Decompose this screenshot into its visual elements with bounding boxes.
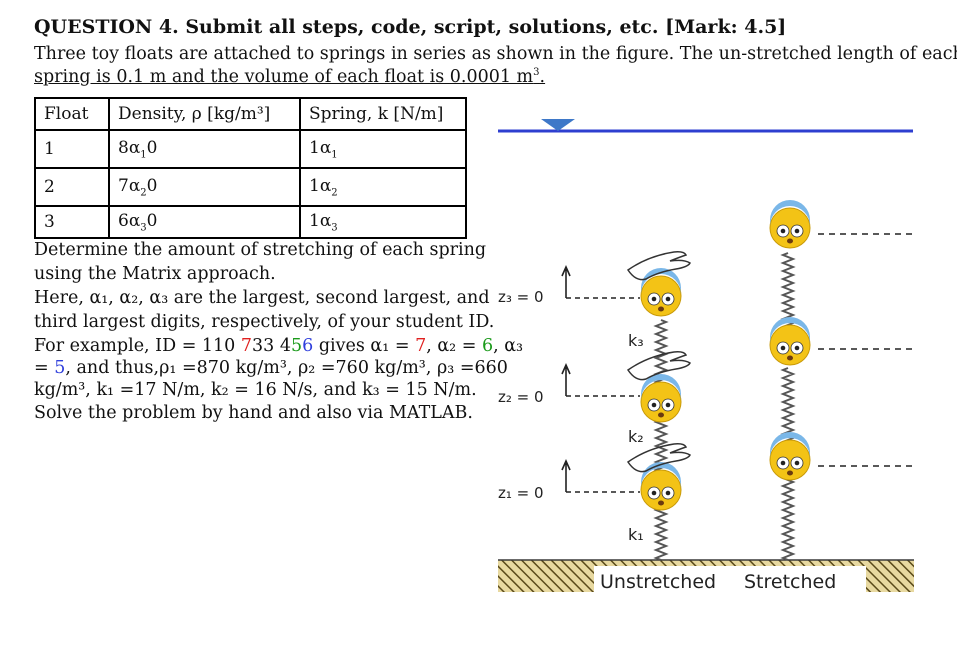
z1-label: z₁ = 0	[498, 484, 544, 502]
float-2-icon	[640, 373, 682, 423]
stretched-reference-lines	[818, 233, 913, 467]
density-suffix: 0	[146, 175, 158, 196]
equals-text: =	[34, 358, 55, 378]
gives-text: gives α₁ =	[313, 336, 416, 356]
unstretched-label: Unstretched	[600, 571, 716, 593]
spring-sub: 3	[331, 222, 338, 234]
float-cell: 3	[34, 205, 110, 239]
body-line-6: = 5, and thus,ρ₁ =870 kg/m³, ρ₂ =760 kg/…	[34, 358, 508, 378]
alpha1-value: 7	[415, 336, 427, 356]
spring-cell: 1α1	[299, 129, 467, 169]
id-digit-third: 5	[291, 336, 303, 356]
intro-line-2-text: spring is 0.1 m and the volume of each f…	[34, 67, 534, 87]
density-sub: 2	[140, 187, 147, 199]
alpha2-label: , α₂ =	[426, 336, 482, 356]
question-heading: QUESTION 4. Submit all steps, code, scri…	[34, 16, 787, 38]
density-value: 8α	[118, 137, 141, 158]
spring-sub: 1	[331, 149, 338, 161]
density-cell: 6α30	[108, 205, 301, 239]
spring-cell: 1α2	[299, 167, 467, 207]
header-spring: Spring, k [N/m]	[299, 97, 467, 131]
z-reference-lines	[566, 297, 640, 493]
body-line-3: Here, α₁, α₂, α₃ are the largest, second…	[34, 288, 490, 308]
intro-line-2-end: .	[539, 67, 546, 87]
density-cell: 8α10	[108, 129, 301, 169]
z-arrows	[561, 265, 571, 492]
density-sub: 3	[140, 222, 147, 234]
intro-line-2: spring is 0.1 m and the volume of each f…	[34, 67, 545, 87]
header-density: Density, ρ [kg/m³]	[108, 97, 301, 131]
density-value: 7α	[118, 175, 141, 196]
density-cell: 7α20	[108, 167, 301, 207]
density-suffix: 0	[146, 210, 158, 231]
density-value: 6α	[118, 210, 141, 231]
float-1-icon	[640, 461, 682, 511]
spring-value: 1α	[309, 137, 332, 158]
water-level-icon	[541, 119, 575, 131]
id-prefix: For example, ID = 110	[34, 336, 241, 356]
stretched-springs	[780, 252, 796, 561]
float-cell: 2	[34, 167, 110, 207]
alpha3-label: , α₃	[493, 336, 524, 356]
float-cell: 1	[34, 129, 110, 169]
stretched-label: Stretched	[744, 571, 836, 593]
body-line-5: For example, ID = 110 733 456 gives α₁ =…	[34, 336, 523, 356]
id-digit-largest: 7	[240, 336, 253, 356]
densities-text: , and thus,ρ₁ =870 kg/m³, ρ₂ =760 kg/m³,…	[65, 358, 508, 378]
header-float: Float	[34, 97, 110, 131]
table-row: 2 7α20 1α2	[34, 167, 467, 207]
density-sub: 1	[140, 149, 147, 161]
spring-value: 1α	[309, 210, 332, 231]
float-3-stretched-icon	[769, 199, 811, 249]
body-line-7: kg/m³, k₁ =17 N/m, k₂ = 16 N/s, and k₃ =…	[34, 380, 477, 400]
body-line-1: Determine the amount of stretching of ea…	[34, 240, 487, 260]
id-digit-second: 6	[302, 336, 314, 356]
z2-label: z₂ = 0	[498, 388, 544, 406]
k1-label: k₁	[628, 525, 644, 544]
alpha3-value: 5	[54, 358, 66, 378]
k3-label: k₃	[628, 331, 644, 350]
body-line-2: using the Matrix approach.	[34, 264, 276, 284]
table-row: 3 6α30 1α3	[34, 205, 467, 239]
body-line-8: Solve the problem by hand and also via M…	[34, 403, 473, 423]
body-line-4: third largest digits, respectively, of y…	[34, 312, 495, 332]
float-table: Float Density, ρ [kg/m³] Spring, k [N/m]…	[34, 97, 467, 239]
k2-label: k₂	[628, 427, 644, 446]
spring-sub: 2	[331, 187, 338, 199]
spring-value: 1α	[309, 175, 332, 196]
spring-cell: 1α3	[299, 205, 467, 239]
alpha2-value: 6	[481, 336, 494, 356]
float-3-icon	[640, 267, 682, 317]
intro-line-2-sup: 3	[533, 67, 540, 79]
intro-line-1: Three toy floats are attached to springs…	[34, 44, 957, 64]
z3-label: z₃ = 0	[498, 288, 544, 306]
hand-icons	[626, 251, 691, 473]
density-suffix: 0	[146, 137, 158, 158]
table-row: 1 8α10 1α1	[34, 129, 467, 169]
id-middle: 33 4	[252, 336, 291, 356]
